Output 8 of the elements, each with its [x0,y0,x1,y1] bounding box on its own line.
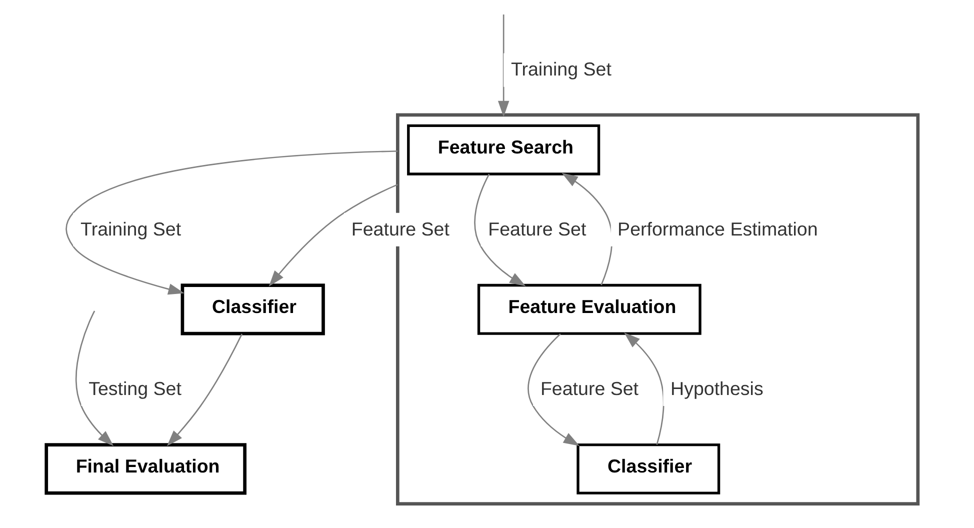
edge-label: Feature Set [540,378,638,399]
edge-label: Training Set [510,58,611,80]
edge-label: Feature Set [350,218,449,240]
edge-label: Feature Set [488,218,586,240]
edge-label: Training Set [80,218,181,240]
edge-label: Hypothesis [670,378,763,399]
edge-label: Testing Set [88,378,181,399]
edge-label: Performance Estimation [617,218,818,240]
